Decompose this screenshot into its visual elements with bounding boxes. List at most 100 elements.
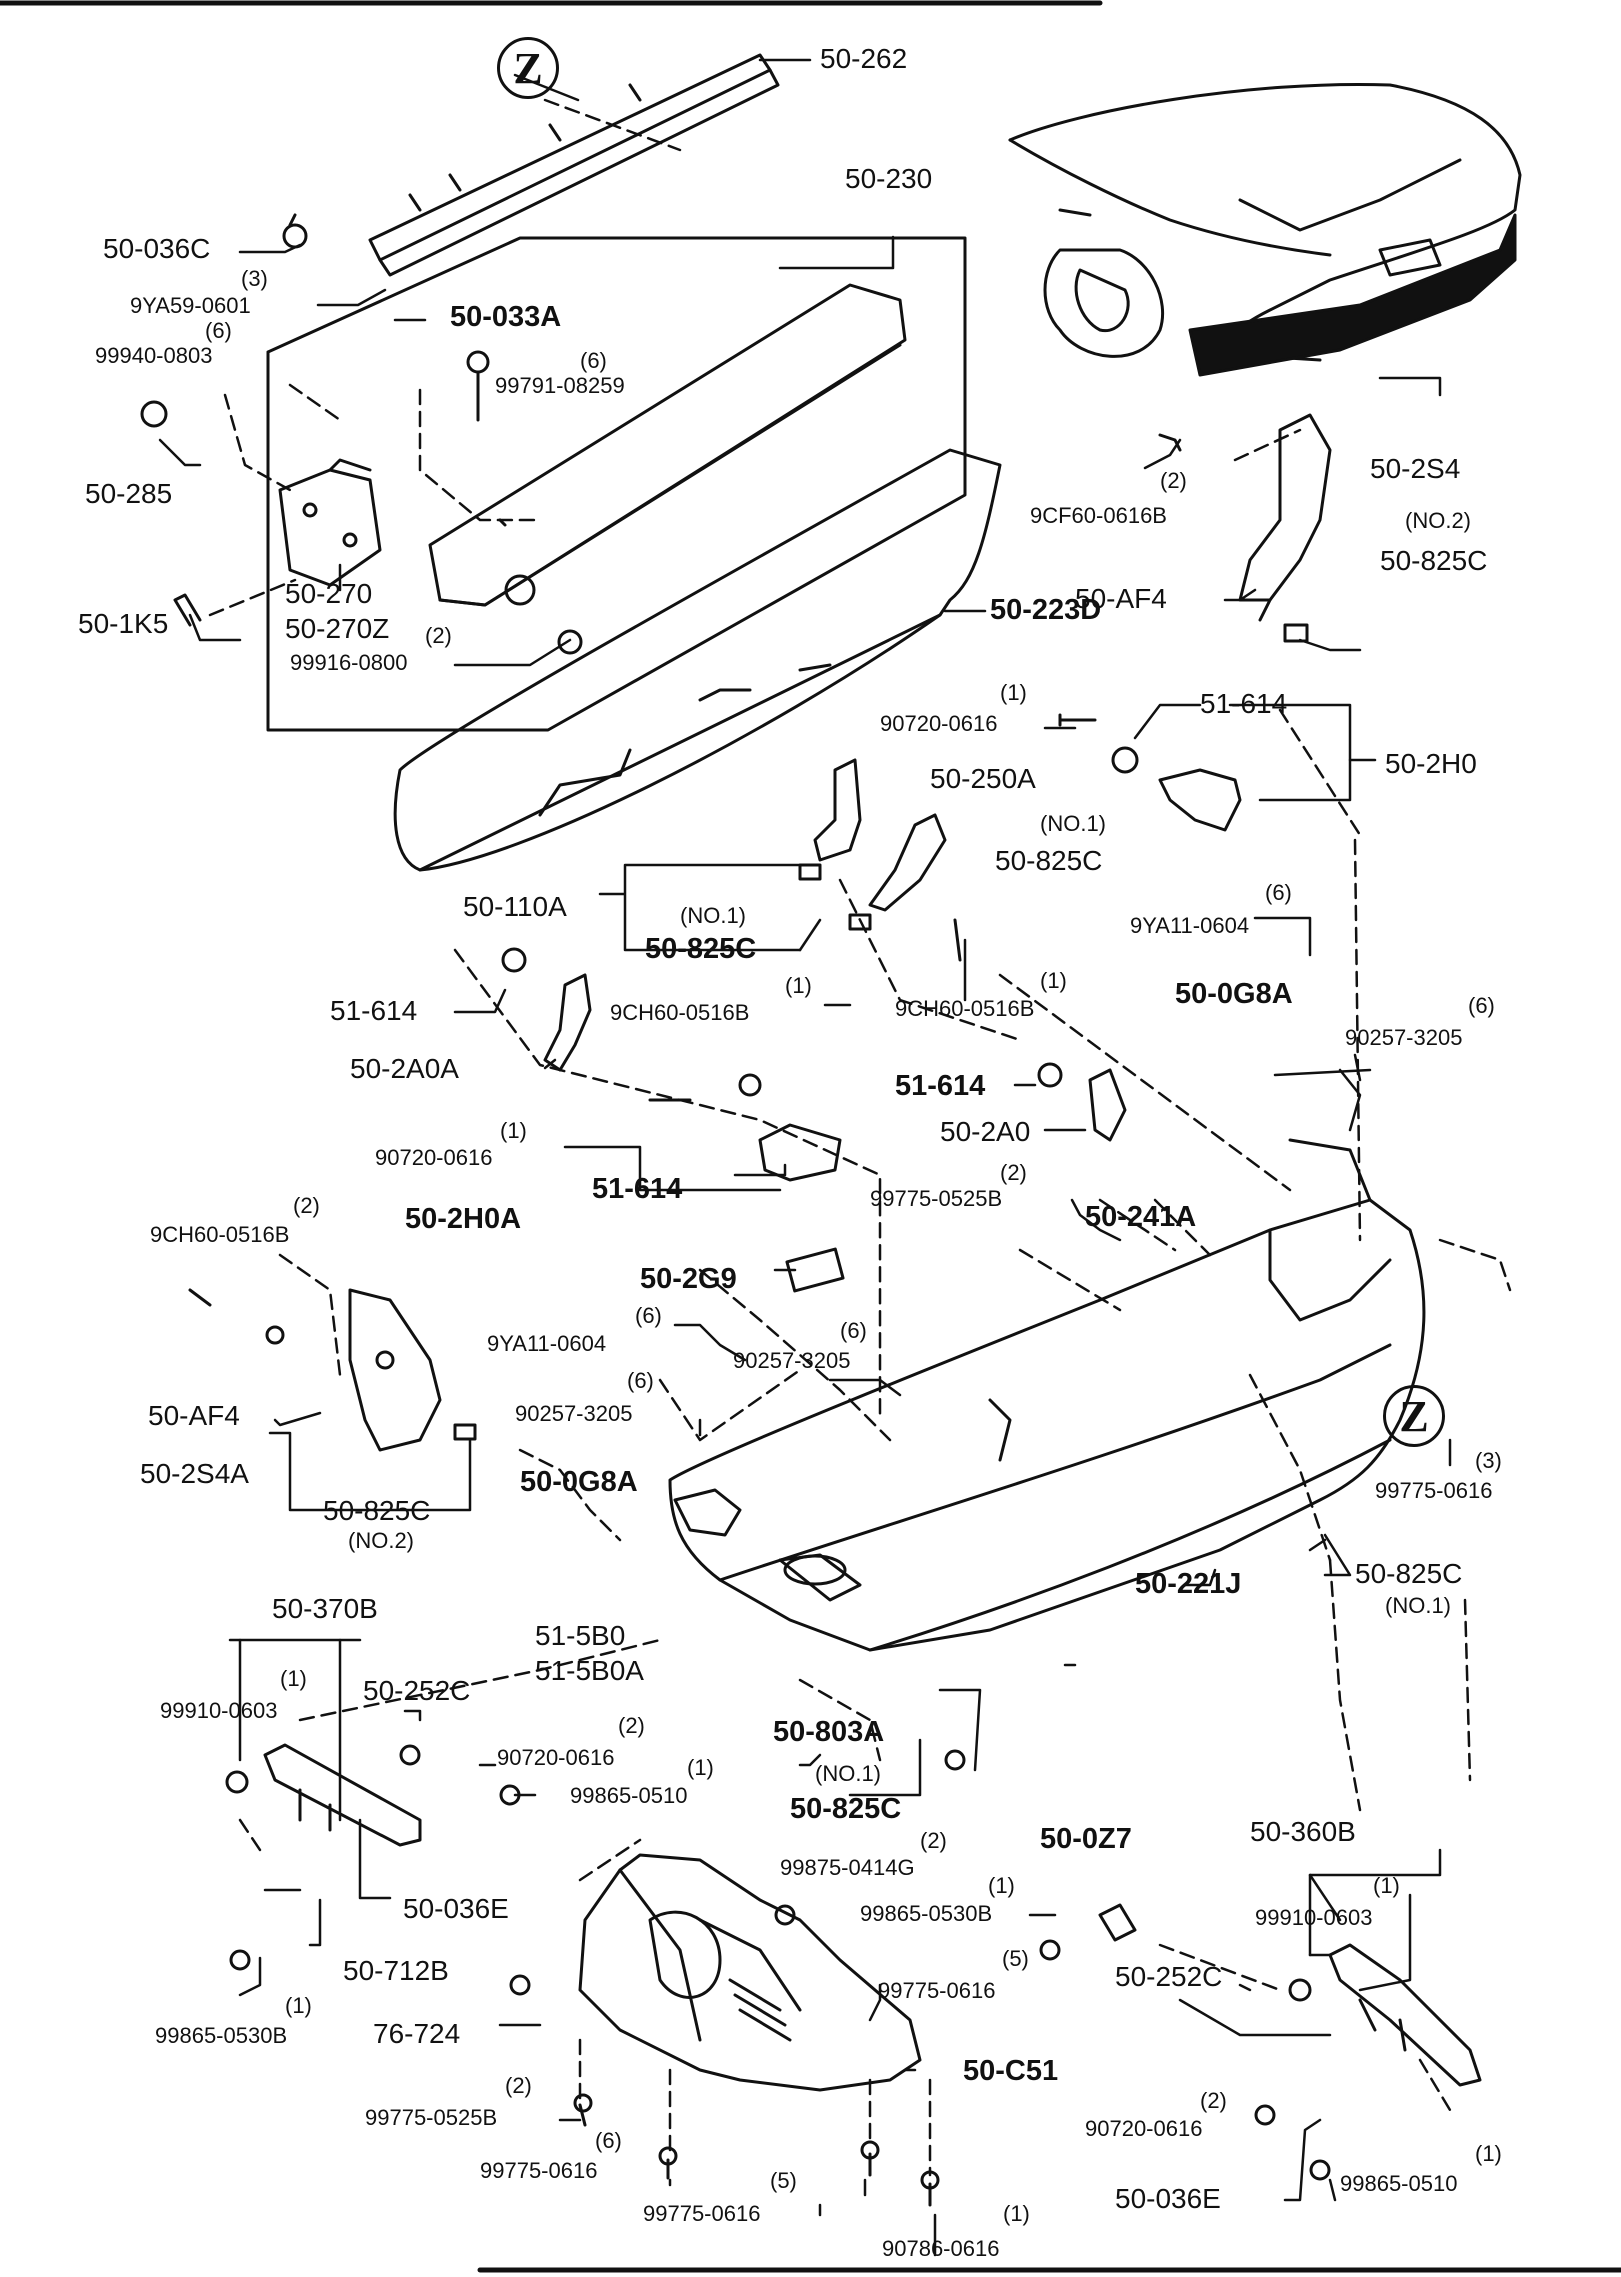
part-label: 50-C51 — [963, 2055, 1059, 2087]
part-number-label: 99775-0616 — [1375, 1478, 1493, 1503]
part-label: 50-AF4 — [148, 1400, 240, 1431]
part-number-label: 90720-0616 — [375, 1145, 493, 1170]
nut-icon — [557, 629, 583, 655]
reinforcement-bar-part — [368, 53, 780, 277]
quantity-label: (5) — [770, 2168, 797, 2193]
quantity-label: (6) — [1468, 993, 1495, 1018]
part-number-label: 9CH60-0516B — [150, 1222, 290, 1247]
note-label: (NO.2) — [348, 1528, 414, 1553]
quantity-label: (5) — [1002, 1946, 1029, 1971]
reference-z-marker: Z — [1383, 1385, 1445, 1447]
part-label: 50-036E — [1115, 2183, 1221, 2214]
quantity-label: (1) — [500, 1118, 527, 1143]
part-number-label: 99875-0414G — [780, 1855, 915, 1880]
part-number-label: 99910-0603 — [160, 1698, 278, 1723]
part-label: 50-2H0 — [1385, 748, 1477, 779]
part-label: 50-825C — [1380, 545, 1488, 576]
note-label: (NO.1) — [1040, 811, 1106, 836]
part-number-label: 99865-0530B — [155, 2023, 288, 2048]
part-label: 50-360B — [1250, 1816, 1356, 1847]
quantity-label: (1) — [280, 1666, 307, 1691]
part-label: 50-1K5 — [78, 608, 169, 639]
quantity-label: (6) — [205, 318, 232, 343]
quantity-label: (2) — [293, 1193, 320, 1218]
part-label: 50-033A — [450, 301, 562, 333]
note-label: (NO.1) — [815, 1761, 881, 1786]
quantity-label: (1) — [285, 1993, 312, 2018]
part-label: 50-223D — [990, 594, 1102, 626]
quantity-label: (1) — [1000, 680, 1027, 705]
part-number-label: 99775-0616 — [643, 2201, 761, 2226]
part-label: 50-241A — [1085, 1201, 1197, 1233]
part-label: 50-036C — [103, 233, 211, 264]
part-number-label: 99910-0603 — [1255, 1905, 1373, 1930]
part-label: 50-0Z7 — [1040, 1823, 1132, 1855]
part-label: 50-221J — [1135, 1568, 1242, 1600]
quantity-label: (2) — [1000, 1160, 1027, 1185]
part-number-label: 99775-0525B — [365, 2105, 498, 2130]
part-label: 50-825C — [790, 1793, 902, 1825]
part-label: 50-803A — [773, 1716, 885, 1748]
reflector-part — [673, 1488, 742, 1537]
quantity-label: (6) — [840, 1318, 867, 1343]
bracket-50-370B-part — [225, 1743, 422, 1847]
part-label: 50-230 — [845, 163, 933, 194]
part-label: 50-AF4 — [1075, 583, 1167, 614]
part-label: 50-252C — [1115, 1961, 1223, 1992]
quantity-label: (1) — [1040, 968, 1067, 993]
part-number-label: 99775-0616 — [480, 2158, 598, 2183]
bracket-50-2H0A-part — [648, 1073, 842, 1182]
part-label: 50-270Z — [285, 613, 390, 644]
quantity-label: (2) — [1200, 2088, 1227, 2113]
part-number-label: 90257-3205 — [515, 1401, 633, 1426]
part-number-label: 90720-0616 — [1085, 2116, 1203, 2141]
quantity-label: (6) — [580, 348, 607, 373]
quantity-label: (3) — [1475, 1448, 1502, 1473]
reference-z-marker: Z — [497, 37, 559, 99]
quantity-label: (6) — [627, 1368, 654, 1393]
part-label: 50-2G9 — [640, 1263, 737, 1295]
part-label: 51-5B0A — [535, 1655, 644, 1686]
quantity-label: (2) — [920, 1828, 947, 1853]
bumper-absorber-part — [393, 448, 1002, 872]
part-number-label: 90720-0616 — [497, 1745, 615, 1770]
part-number-label: 9CF60-0616B — [1030, 503, 1167, 528]
part-label: 50-825C — [323, 1495, 431, 1526]
part-label: 50-825C — [995, 845, 1103, 876]
quantity-label: (2) — [618, 1713, 645, 1738]
part-number-label: 99865-0530B — [860, 1901, 993, 1926]
part-label: 51-5B0 — [535, 1620, 626, 1651]
quantity-label: (6) — [1265, 880, 1292, 905]
part-number-label: 99865-0510 — [1340, 2171, 1458, 2196]
part-number-label: 9YA11-0604 — [1130, 913, 1250, 938]
quantity-label: (3) — [241, 266, 268, 291]
bracket-50-2A0A-part — [501, 947, 592, 1072]
part-label: 50-2S4A — [140, 1458, 249, 1489]
part-number-label: 9YA59-0601 — [130, 293, 251, 318]
part-number-label: 9CH60-0516B — [895, 996, 1035, 1021]
part-label: 51-614 — [330, 995, 418, 1026]
part-label: 50-2A0 — [940, 1116, 1031, 1147]
part-label: 50-2A0A — [350, 1053, 459, 1084]
part-label: 50-0G8A — [1175, 978, 1293, 1010]
part-label: 50-825C — [645, 933, 757, 965]
part-number-label: 90257-3205 — [1345, 1025, 1463, 1050]
part-label: 50-2S4 — [1370, 453, 1461, 484]
part-label: 76-724 — [373, 2018, 461, 2049]
bumper-fascia-part — [668, 1138, 1426, 1652]
bracket-50-2A0-part — [1037, 1062, 1127, 1142]
energy-absorber-part — [428, 283, 907, 607]
quantity-label: (2) — [505, 2073, 532, 2098]
part-label: 50-285 — [85, 478, 173, 509]
quantity-label: (1) — [687, 1755, 714, 1780]
part-label: 50-252C — [363, 1675, 471, 1706]
pad-50-2G9-part — [785, 1247, 845, 1293]
part-label: 50-262 — [820, 43, 908, 74]
note-label: (NO.1) — [1385, 1593, 1451, 1618]
undercover-50-C51-part — [578, 1853, 922, 2092]
part-label: 51-614 — [592, 1173, 683, 1205]
part-number-label: 90786-0616 — [882, 2236, 1000, 2261]
part-number-label: 90720-0616 — [880, 711, 998, 736]
